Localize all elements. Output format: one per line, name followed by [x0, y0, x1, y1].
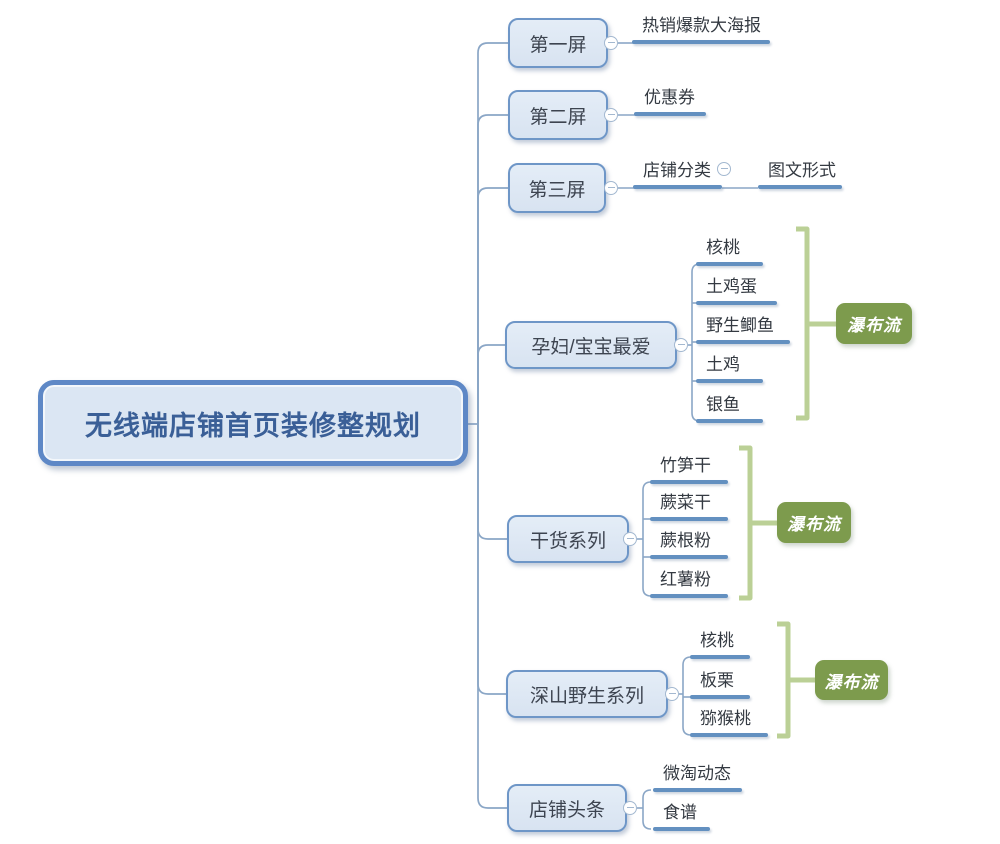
subtopic[interactable]: 蕨根粉: [650, 529, 728, 559]
branch-topic-screen-3[interactable]: 第三屏: [508, 163, 606, 213]
subtopic[interactable]: 猕猴桃: [690, 707, 768, 737]
minus-icon: [720, 168, 728, 169]
topic-underline: [696, 340, 790, 344]
topic-underline: [690, 695, 750, 699]
topic-underline: [696, 419, 763, 423]
collapse-toggle[interactable]: [604, 108, 618, 122]
topic-underline: [690, 655, 750, 659]
topic-underline: [696, 301, 777, 305]
topic-underline: [632, 40, 770, 44]
topic-underline: [758, 185, 842, 189]
branch-topic-mom-baby[interactable]: 孕妇/宝宝最爱: [505, 321, 677, 369]
collapse-toggle[interactable]: [717, 162, 731, 176]
subtopic[interactable]: 银鱼: [696, 393, 763, 423]
subtopic[interactable]: 板栗: [690, 669, 750, 699]
collapse-toggle[interactable]: [623, 532, 637, 546]
subtopic[interactable]: 野生鲫鱼: [696, 314, 790, 344]
minus-icon: [668, 693, 676, 694]
topic-label: 第二屏: [529, 106, 587, 128]
topic-underline: [696, 262, 763, 266]
callout-label: 瀑布流: [824, 672, 879, 692]
topic-underline: [650, 555, 728, 559]
child-connectors: [618, 42, 758, 830]
callout-waterfall[interactable]: 瀑布流: [836, 303, 912, 344]
subtopic[interactable]: 核桃: [690, 629, 750, 659]
topic-label: 孕妇/宝宝最爱: [531, 336, 651, 358]
subtopic[interactable]: 优惠券: [634, 86, 706, 116]
callout-waterfall[interactable]: 瀑布流: [777, 502, 851, 543]
topic-underline: [653, 788, 742, 792]
minus-icon: [626, 807, 634, 808]
subtopic[interactable]: 图文形式: [758, 159, 842, 189]
topic-label: 店铺头条: [528, 799, 605, 821]
subtopic[interactable]: 食谱: [653, 801, 710, 831]
subtopic[interactable]: 店铺分类: [633, 159, 722, 189]
collapse-toggle[interactable]: [623, 801, 637, 815]
minus-icon: [607, 114, 615, 115]
branch-topic-wild-series[interactable]: 深山野生系列: [506, 670, 668, 718]
branch-topic-store-headline[interactable]: 店铺头条: [507, 784, 627, 832]
root-topic[interactable]: 无线端店铺首页装修整规划: [38, 380, 468, 466]
trunk-connectors: [466, 42, 508, 809]
subtopic[interactable]: 微淘动态: [653, 762, 742, 792]
callout-label: 瀑布流: [847, 316, 901, 335]
topic-underline: [650, 480, 728, 484]
callout-waterfall[interactable]: 瀑布流: [815, 660, 888, 700]
minus-icon: [607, 42, 615, 43]
topic-label: 第三屏: [528, 179, 586, 201]
branch-topic-dry-goods[interactable]: 干货系列: [507, 515, 629, 563]
topic-underline: [634, 112, 706, 116]
subtopic[interactable]: 核桃: [696, 236, 763, 266]
topic-underline: [690, 733, 768, 737]
subtopic[interactable]: 竹笋干: [650, 454, 728, 484]
topic-label: 干货系列: [529, 530, 606, 552]
callout-label: 瀑布流: [787, 515, 841, 534]
topic-underline: [650, 517, 728, 521]
collapse-toggle[interactable]: [604, 36, 618, 50]
topic-underline: [696, 379, 763, 383]
root-topic-label: 无线端店铺首页装修整规划: [85, 410, 421, 441]
collapse-toggle[interactable]: [674, 338, 688, 352]
subtopic[interactable]: 土鸡蛋: [696, 275, 777, 305]
branch-topic-screen-1[interactable]: 第一屏: [508, 18, 608, 68]
minus-icon: [607, 187, 615, 188]
subtopic[interactable]: 红薯粉: [650, 568, 728, 598]
subtopic[interactable]: 热销爆款大海报: [632, 14, 770, 44]
topic-underline: [633, 185, 722, 189]
topic-label: 第一屏: [529, 34, 587, 56]
minus-icon: [677, 344, 685, 345]
topic-underline: [653, 827, 710, 831]
topic-label: 深山野生系列: [529, 685, 644, 707]
summary-brackets: [739, 226, 838, 739]
collapse-toggle[interactable]: [665, 687, 679, 701]
minus-icon: [626, 538, 634, 539]
branch-topic-screen-2[interactable]: 第二屏: [508, 90, 608, 140]
collapse-toggle[interactable]: [604, 181, 618, 195]
subtopic[interactable]: 土鸡: [696, 353, 763, 383]
subtopic[interactable]: 蕨菜干: [650, 491, 728, 521]
topic-underline: [650, 594, 728, 598]
